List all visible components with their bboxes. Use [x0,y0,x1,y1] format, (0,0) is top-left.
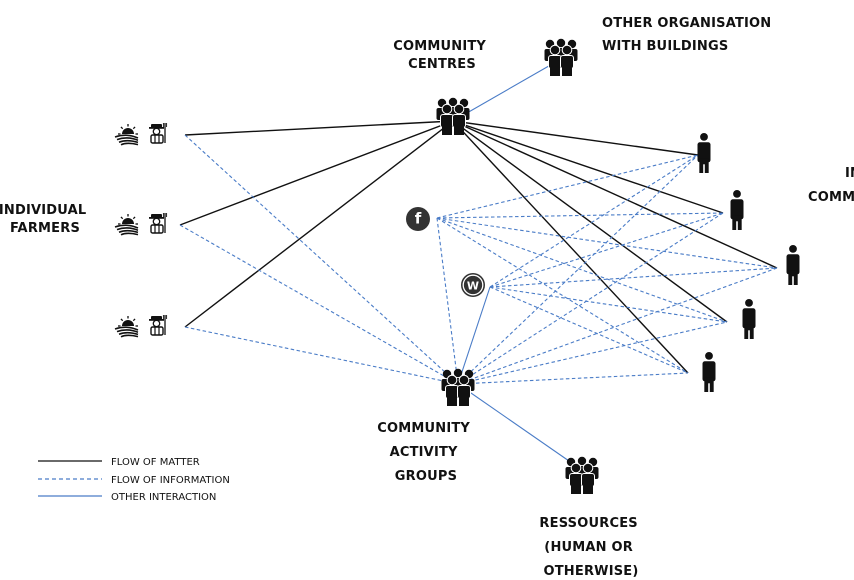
svg-text:W: W [467,280,479,293]
matter-line [179,120,454,226]
community-centres-icon [436,97,470,135]
information-line [489,286,689,374]
information-line [457,212,724,385]
information-line [179,224,459,385]
community-activity-groups-icon [441,368,475,406]
field-icon [114,124,139,146]
individual-person-icon [697,133,711,173]
legend: FLOW OF MATTER FLOW OF INFORMATION OTHER… [38,457,230,503]
interaction-line [457,286,491,385]
information-line [457,267,778,385]
information-line [489,267,778,288]
other-organisation-icon [544,38,578,76]
legend-interaction-text: OTHER INTERACTION [111,492,216,503]
individual-farmers-label: INDIVIDUAL FARMERS [0,203,91,236]
farmer-icon [149,213,168,234]
individual-community-label: INDIVIDUAL COMMUNITY [808,166,854,205]
individual-person-icon [730,190,744,230]
individual-person-icon [742,299,756,339]
resources-icon [565,456,599,494]
farmer-icon [149,123,168,144]
matter-line [452,120,778,269]
nodes: fW [114,38,800,494]
information-line [489,154,699,288]
matter-line [184,120,454,136]
svg-text:f: f [415,210,422,228]
resources-label: RESSOURCES (HUMAN OR OTHERWISE) [539,516,642,579]
information-line [457,372,689,385]
information-line [184,134,459,385]
connection-lines [179,58,778,471]
field-icon [114,316,139,338]
individual-person-icon [702,352,716,392]
interaction-line [457,383,583,471]
other-organisation-label: OTHER ORGANISATION WITH BUILDINGS [602,16,776,54]
facebook-icon: f [406,207,430,231]
information-line [436,217,689,374]
legend-matter-text: FLOW OF MATTER [111,457,200,468]
information-line [489,286,728,323]
interaction-line [452,58,562,122]
information-line [457,321,728,385]
individual-person-icon [786,245,800,285]
field-icon [114,214,139,236]
information-line [457,154,699,385]
matter-line [452,120,724,214]
information-line [436,217,728,323]
matter-line [184,120,454,328]
information-line [489,212,724,288]
matter-line [452,120,728,323]
community-activity-groups-label: COMMUNITY ACTIVITY GROUPS [377,421,475,484]
farmer-icon [149,315,168,336]
matter-line [452,120,689,374]
wordpress-icon: W [461,273,485,297]
information-line [184,326,459,385]
community-centres-label: COMMUNITY CENTRES [393,39,491,72]
matter-line [452,120,699,156]
information-line [436,217,459,385]
legend-information-text: FLOW OF INFORMATION [111,475,230,486]
information-line [436,154,699,219]
information-line [436,217,778,269]
